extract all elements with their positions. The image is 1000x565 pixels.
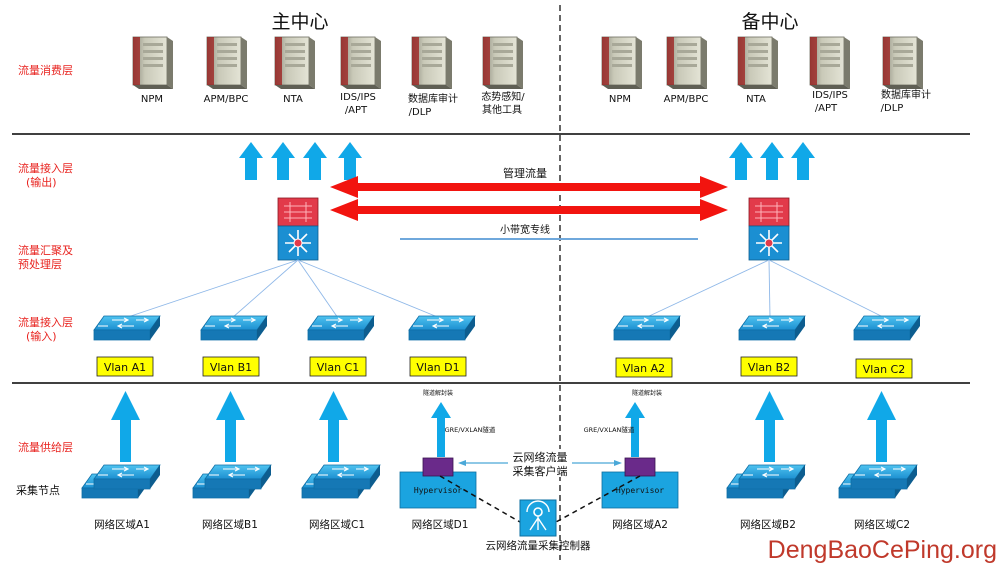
access-switch-b2 (738, 315, 806, 341)
layer-collect-node: 采集节点 (16, 483, 60, 497)
access-switch-b1 (200, 315, 268, 341)
access-switch-c1 (307, 315, 375, 341)
vlan-a1: Vlan A1 (104, 361, 146, 374)
svg-text:NTA: NTA (283, 94, 303, 105)
access-switch-c2 (853, 315, 921, 341)
access-switch-a1 (93, 315, 161, 341)
svg-text:/DLP: /DLP (409, 107, 432, 118)
uplink-lines (124, 259, 886, 319)
supply-arrows (111, 391, 896, 462)
svg-text:Hypervisor: Hypervisor (414, 486, 462, 495)
tunnel-label-d1: GRE/VXLAN隧道 (445, 425, 496, 434)
region-b1: 网络区域B1 (202, 518, 258, 531)
tool-apm-backup: APM/BPC (664, 36, 709, 105)
svg-text:APM/BPC: APM/BPC (204, 94, 249, 105)
mgmt-label: 管理流量 (503, 166, 547, 180)
mgmt-arrows (330, 176, 728, 221)
layer-access-in-1: 流量接入层 (18, 315, 73, 329)
svg-text:NPM: NPM (609, 94, 631, 105)
collector-switch-c1 (301, 464, 381, 499)
broadband-label: 小带宽专线 (500, 223, 550, 236)
controller-label: 云网络流量采集控制器 (486, 539, 591, 552)
vlan-a2: Vlan A2 (623, 362, 665, 375)
collector-switch-b1 (192, 464, 272, 499)
vlan-d1: Vlan D1 (416, 361, 459, 374)
access-switch-d1 (408, 315, 476, 341)
svg-text:其他工具: 其他工具 (482, 103, 522, 116)
svg-text:/DLP: /DLP (881, 103, 904, 114)
region-a2: 网络区域A2 (612, 518, 668, 531)
access-switch-a2 (613, 315, 681, 341)
hypervisor-a2: Hypervisor (601, 457, 679, 509)
svg-text:APM/BPC: APM/BPC (664, 94, 709, 105)
tool-ids-main: IDS/IPS /APT (340, 36, 382, 116)
tool-nta-backup: NTA (737, 36, 779, 105)
controller-links (439, 475, 641, 523)
svg-text:态势感知/: 态势感知/ (481, 90, 525, 103)
collector-switch-a1 (81, 464, 161, 499)
controller-icon (519, 499, 557, 537)
layer-agg-1: 流量汇聚及 (18, 243, 73, 257)
collector-switch-b2 (726, 464, 806, 499)
svg-text:NTA: NTA (746, 94, 766, 105)
svg-text:IDS/IPS: IDS/IPS (812, 90, 848, 101)
tool-apm-main: APM/BPC (204, 36, 249, 105)
svg-text:IDS/IPS: IDS/IPS (340, 92, 376, 103)
core-switch-main (277, 197, 319, 261)
vlan-c1: Vlan C1 (317, 361, 359, 374)
layer-access-in-2: (输入) (26, 329, 57, 343)
region-d1: 网络区域D1 (412, 518, 469, 531)
vlan-b2: Vlan B2 (748, 361, 790, 374)
svg-text:Hypervisor: Hypervisor (616, 486, 664, 495)
tool-db-backup: 数据库审计 /DLP (881, 36, 931, 114)
region-b2: 网络区域B2 (740, 518, 796, 531)
vlan-c2: Vlan C2 (863, 363, 905, 376)
layer-agg-2: 预处理层 (18, 258, 62, 271)
tool-npm-backup: NPM (601, 36, 643, 105)
title-backup: 备中心 (741, 11, 798, 33)
tool-situation-main: 态势感知/ 其他工具 (481, 36, 525, 116)
layer-access-out-2: (输出) (26, 175, 57, 189)
cloud-client-label-1: 云网络流量 (513, 450, 568, 464)
region-a1: 网络区域A1 (94, 518, 150, 531)
title-main: 主中心 (271, 11, 328, 33)
output-arrows-backup (729, 142, 815, 180)
watermark: DengBaoCePing.org (768, 536, 997, 564)
svg-text:NPM: NPM (141, 94, 163, 105)
region-c1: 网络区域C1 (309, 518, 365, 531)
region-c2: 网络区域C2 (854, 518, 910, 531)
output-arrows-main (239, 142, 362, 180)
vlan-b1: Vlan B1 (210, 361, 252, 374)
svg-text:/APT: /APT (345, 105, 368, 116)
decap-label-d1: 隧道解封装 (423, 389, 453, 397)
layer-supply: 流量供给层 (18, 440, 73, 454)
svg-text:数据库审计: 数据库审计 (408, 92, 458, 105)
tunnel-label-a2: GRE/VXLAN隧道 (584, 425, 635, 434)
svg-text:数据库审计: 数据库审计 (881, 88, 931, 101)
core-switch-backup (748, 197, 790, 261)
collector-switch-c2 (838, 464, 918, 499)
layer-consume: 流量消费层 (18, 63, 73, 77)
tool-nta-main: NTA (274, 36, 316, 105)
hypervisor-d1: Hypervisor (399, 457, 477, 509)
cloud-client-label-2: 采集客户端 (513, 464, 568, 478)
tool-ids-backup: IDS/IPS /APT (809, 36, 851, 114)
decap-label-a2: 隧道解封装 (632, 389, 662, 397)
layer-access-out-1: 流量接入层 (18, 161, 73, 175)
svg-text:/APT: /APT (815, 103, 838, 114)
tool-npm-main: NPM (132, 36, 174, 105)
tool-db-main: 数据库审计 /DLP (408, 36, 458, 118)
